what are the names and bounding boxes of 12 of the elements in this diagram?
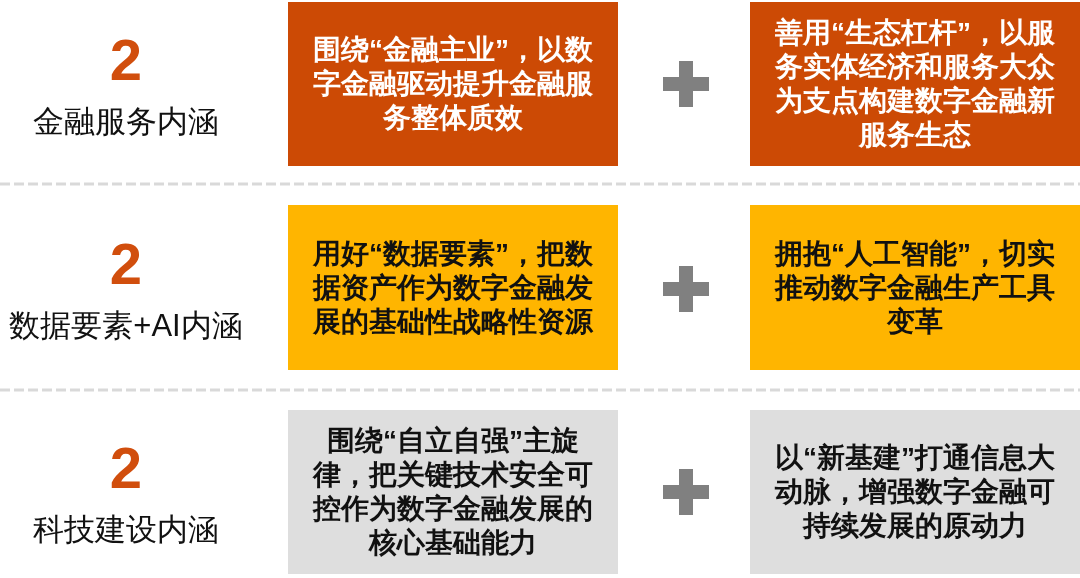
text-box: 围绕“金融主业”，以数字金融驱动提升金融服务整体质效 (288, 2, 618, 166)
big-number: 2 (109, 30, 143, 90)
big-number: 2 (109, 438, 143, 498)
text-box: 以“新基建”打通信息大动脉，增强数字金融可持续发展的原动力 (750, 410, 1080, 574)
row-label: 科技建设内涵 (33, 512, 219, 548)
row-label: 数据要素+AI内涵 (9, 308, 243, 344)
text-box: 拥抱“人工智能”，切实推动数字金融生产工具变革 (750, 205, 1080, 370)
text-box: 围绕“自立自强”主旋律，把关键技术安全可控作为数字金融发展的核心基础能力 (288, 410, 618, 574)
row-label: 金融服务内涵 (33, 104, 219, 140)
text-box: 用好“数据要素”，把数据资产作为数字金融发展的基础性战略性资源 (288, 205, 618, 370)
big-number: 2 (109, 234, 143, 294)
text-box: 善用“生态杠杆”，以服务实体经济和服务大众为支点构建数字金融新服务生态 (750, 2, 1080, 166)
